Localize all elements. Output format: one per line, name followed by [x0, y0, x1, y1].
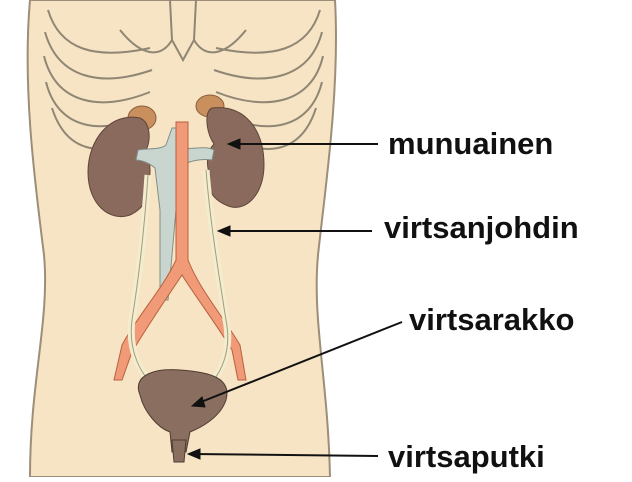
label-bladder: virtsarakko	[409, 304, 574, 335]
label-kidney: munuainen	[388, 128, 553, 159]
label-ureter: virtsanjohdin	[384, 212, 579, 243]
label-urethra: virtsaputki	[388, 441, 545, 472]
urethra	[172, 440, 186, 462]
